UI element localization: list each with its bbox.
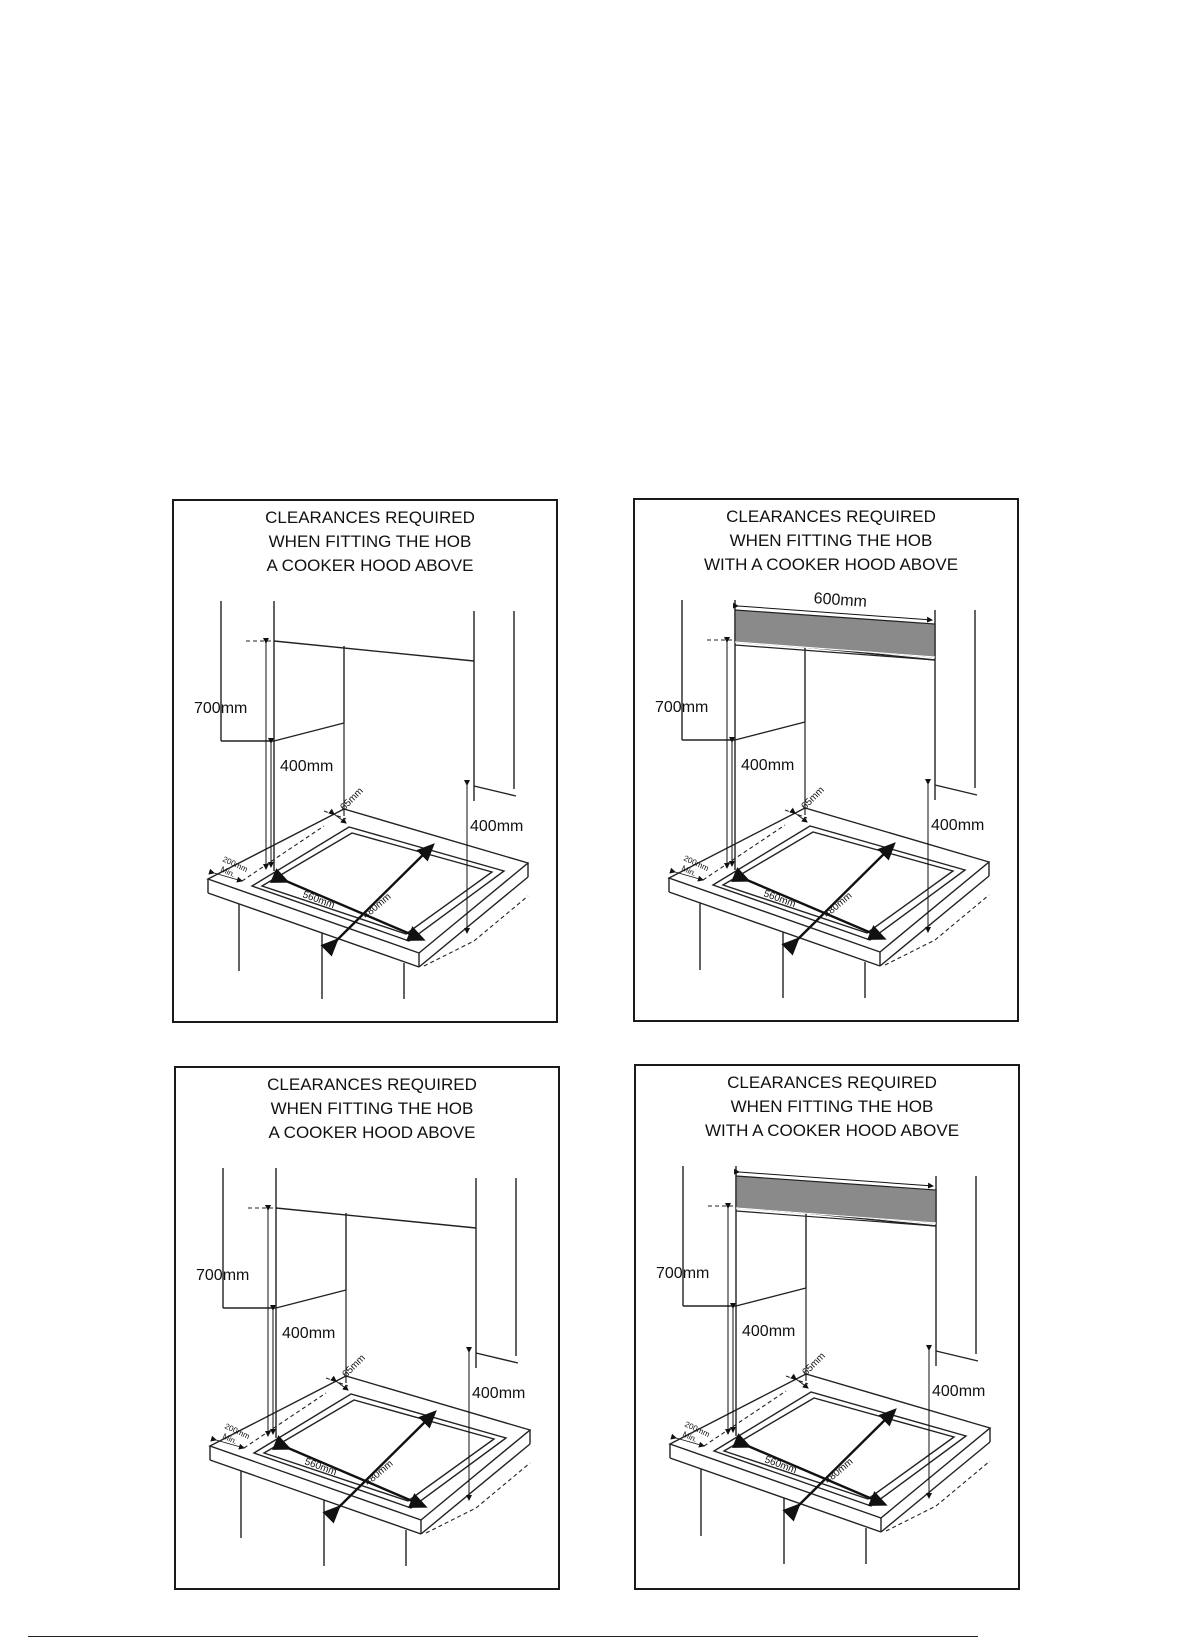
height-400-right-label: 400mm [470, 818, 523, 835]
height-400-right-label: 400mm [932, 1383, 985, 1400]
depth-480-label: 480mm [822, 890, 855, 920]
hob-cutout [252, 1393, 508, 1509]
depth-65-label: 65mm [799, 785, 826, 812]
wall-cabinet-right [473, 611, 517, 801]
hob-cutout [250, 826, 506, 942]
cooker-hood: 600mm [732, 590, 936, 661]
depth-65-label: 65mm [338, 786, 365, 813]
title-line-2: WHEN FITTING THE HOB [271, 1099, 474, 1118]
clearance-guides [703, 1205, 991, 1532]
side-200-arrow [210, 1435, 245, 1450]
clearance-guides [702, 639, 990, 966]
clearance-diagram: CLEARANCES REQUIRED WHEN FITTING THE HOB… [656, 1073, 992, 1564]
depth-480-label: 480mm [363, 1458, 396, 1488]
height-400-left-label: 400mm [741, 757, 794, 774]
width-560-label: 560mm [763, 1454, 798, 1476]
hood-width-arrow [732, 602, 933, 623]
height-400-left-label: 400mm [282, 1325, 335, 1342]
side-200-arrow [669, 867, 704, 882]
title-line-2: WHEN FITTING THE HOB [731, 1097, 934, 1116]
wall-cabinet-left [222, 1168, 477, 1438]
depth-480-arrow [322, 1410, 437, 1524]
depth-480-arrow [320, 843, 435, 957]
title-line-1: CLEARANCES REQUIRED [267, 1075, 477, 1094]
hood-width-arrow [733, 1168, 934, 1189]
cooker-hood [733, 1168, 937, 1227]
height-700-label: 700mm [194, 700, 247, 717]
wall-cabinet-right [475, 1178, 519, 1368]
title-line-2: WHEN FITTING THE HOB [730, 531, 933, 550]
width-560-label: 560mm [303, 1456, 338, 1478]
panel-top-right: CLEARANCES REQUIRED WHEN FITTING THE HOB… [633, 498, 1019, 1022]
title-line-3: WITH A COOKER HOOD ABOVE [704, 555, 958, 574]
depth-65-arrow [790, 1373, 809, 1389]
depth-65-arrow [789, 807, 808, 823]
hood-width-label: 600mm [813, 590, 867, 611]
depth-65-label: 65mm [340, 1353, 367, 1380]
clearance-guides [243, 1207, 531, 1534]
height-400-right-label: 400mm [472, 1385, 525, 1402]
depth-65-label: 65mm [800, 1351, 827, 1378]
title-line-2: WHEN FITTING THE HOB [269, 532, 472, 551]
wall-cabinet-left [220, 601, 475, 871]
side-200-arrow [208, 868, 243, 883]
hob-cutout [711, 825, 967, 941]
depth-65-arrow [328, 808, 347, 824]
height-400-right-label: 400mm [931, 817, 984, 834]
depth-480-label: 480mm [823, 1456, 856, 1486]
depth-65-arrow [330, 1375, 349, 1391]
title-line-3: A COOKER HOOD ABOVE [267, 556, 474, 575]
hob-cutout [712, 1391, 968, 1507]
width-560-label: 560mm [301, 889, 336, 911]
clearance-guides [241, 640, 529, 967]
panel-bottom-right: CLEARANCES REQUIRED WHEN FITTING THE HOB… [634, 1064, 1020, 1590]
wall-cabinet-right [934, 610, 978, 800]
title-line-3: WITH A COOKER HOOD ABOVE [705, 1121, 959, 1140]
page-footer-rule [28, 1636, 978, 1637]
depth-480-label: 480mm [361, 891, 394, 921]
clearance-diagram: CLEARANCES REQUIRED WHEN FITTING THE HOB… [196, 1075, 532, 1566]
panel-bottom-left: CLEARANCES REQUIRED WHEN FITTING THE HOB… [174, 1066, 560, 1590]
panel-top-left: CLEARANCES REQUIRED WHEN FITTING THE HOB… [172, 499, 558, 1023]
title-line-1: CLEARANCES REQUIRED [726, 507, 936, 526]
height-400-left-label: 400mm [280, 758, 333, 775]
clearance-diagram: CLEARANCES REQUIRED WHEN FITTING THE HOB… [655, 507, 991, 998]
width-560-label: 560mm [762, 888, 797, 910]
title-line-1: CLEARANCES REQUIRED [265, 508, 475, 527]
depth-480-arrow [782, 1408, 897, 1522]
height-700-label: 700mm [656, 1265, 709, 1282]
height-700-label: 700mm [196, 1267, 249, 1284]
height-400-left-label: 400mm [742, 1323, 795, 1340]
title-line-3: A COOKER HOOD ABOVE [269, 1123, 476, 1142]
side-200-arrow [670, 1433, 705, 1448]
height-700-label: 700mm [655, 699, 708, 716]
title-line-1: CLEARANCES REQUIRED [727, 1073, 937, 1092]
wall-cabinet-right [935, 1176, 979, 1366]
clearance-diagram: CLEARANCES REQUIRED WHEN FITTING THE HOB… [194, 508, 530, 999]
depth-480-arrow [781, 842, 896, 956]
